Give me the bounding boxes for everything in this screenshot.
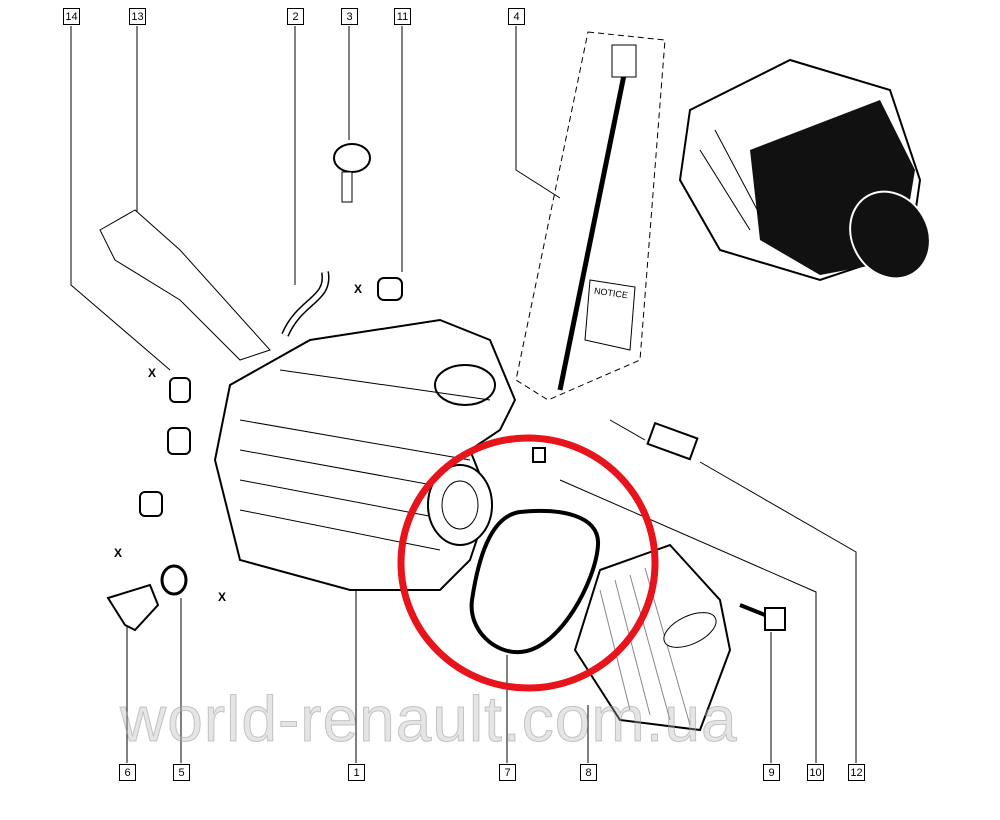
part-12-switch [646,421,699,461]
callout-10: 10 [807,764,824,781]
callout-4: 4 [508,8,525,25]
watermark: world-renault.com.ua [120,683,738,756]
callout-7: 7 [499,764,516,781]
dimension-x-marker: X [114,546,123,560]
callout-8: 8 [580,764,597,781]
dipstick [557,69,628,391]
dipstick-kit-outline [515,31,666,401]
callout-5: 5 [173,764,190,781]
part-5-seal [160,564,188,596]
part-6-plug [106,583,160,632]
part-8-cover [573,543,732,732]
part-7-gasket [469,508,601,655]
dimension-x-marker: X [218,590,227,604]
callout-14: 14 [63,8,80,25]
gearbox-thumbnail [678,58,931,282]
callout-11: 11 [394,8,411,25]
bush-upper [169,377,191,403]
bush-lower [167,427,191,455]
callout-3: 3 [341,8,358,25]
part-13-guide [99,209,271,361]
part-3-sensor [333,143,371,173]
dipstick-cap [611,44,637,78]
callout-13: 13 [129,8,146,25]
callout-12: 12 [848,764,865,781]
bush-side [139,491,163,517]
dimension-x-marker: X [354,282,363,296]
callout-1: 1 [348,764,365,781]
part-9-bolt [764,607,786,631]
dimension-x-marker: X [148,366,157,380]
notice-booklet [584,279,636,351]
highlight-circle [397,434,659,692]
callout-6: 6 [119,764,136,781]
part-11-bush [377,277,403,301]
callout-2: 2 [287,8,304,25]
part-10-bolt [532,447,546,463]
callout-9: 9 [763,764,780,781]
